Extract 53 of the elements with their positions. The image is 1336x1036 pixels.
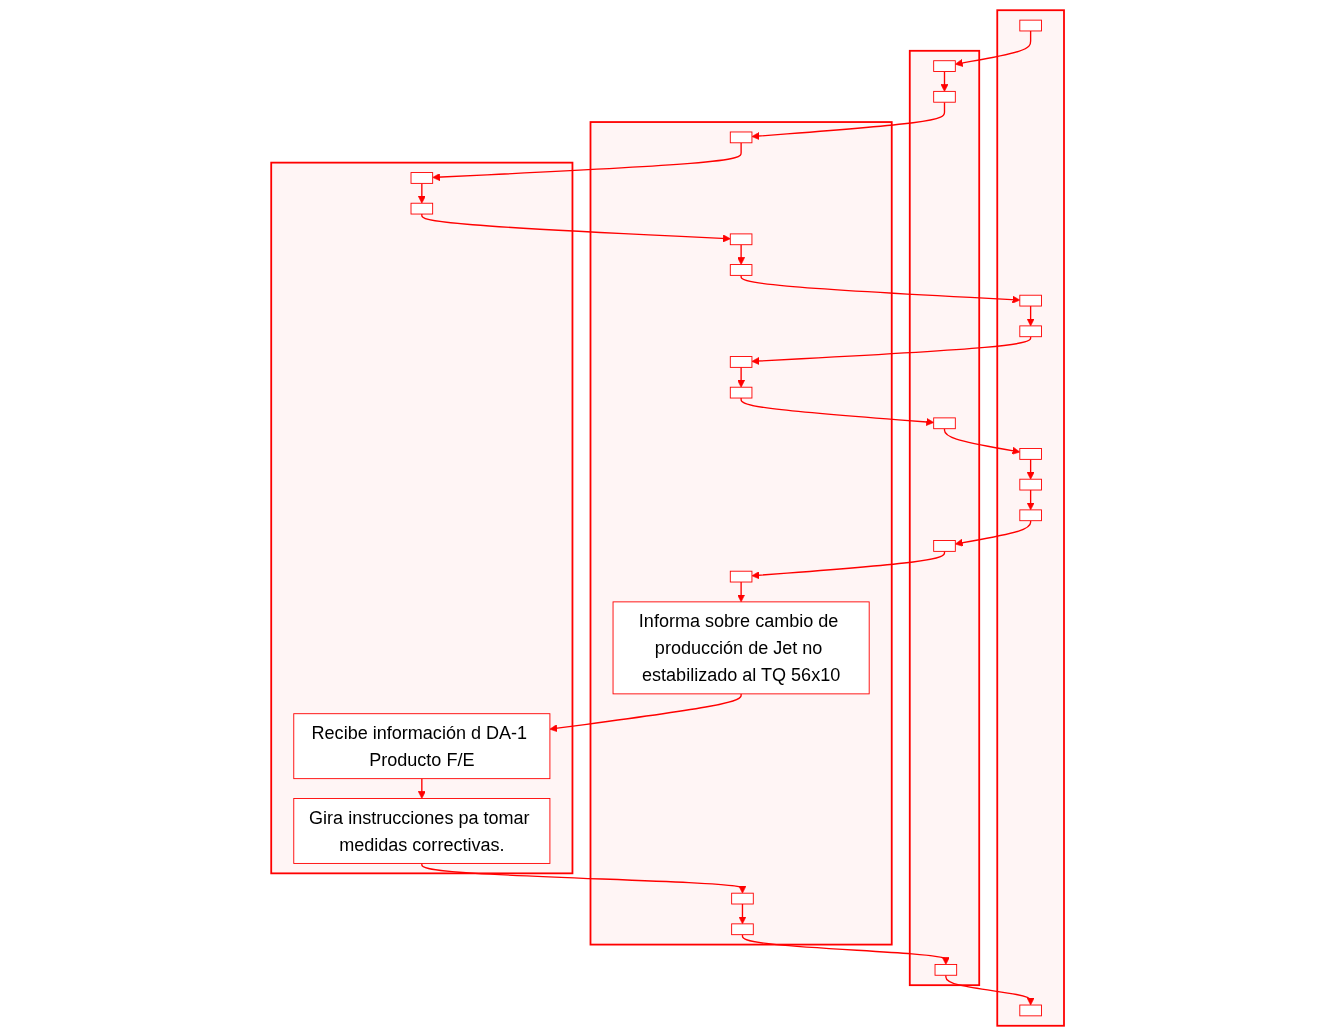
arrow xyxy=(418,777,427,799)
arrow xyxy=(945,974,1035,1006)
node-box xyxy=(1019,448,1043,460)
node-box xyxy=(1019,294,1043,307)
node-box xyxy=(410,172,434,184)
arrow xyxy=(740,274,1021,304)
arrow xyxy=(737,581,746,603)
node-box xyxy=(1019,325,1043,338)
node-box xyxy=(933,90,957,103)
arrow xyxy=(751,101,946,140)
node-box xyxy=(1019,478,1043,491)
arrow xyxy=(738,903,747,925)
node-box xyxy=(731,923,755,936)
cluster xyxy=(270,161,574,875)
node-box xyxy=(730,264,753,276)
node-box xyxy=(933,60,957,72)
arrow xyxy=(944,428,1021,455)
cluster xyxy=(996,9,1066,1027)
arrow xyxy=(421,862,747,894)
arrow xyxy=(955,30,1032,67)
node-box xyxy=(730,386,753,399)
arrow xyxy=(740,397,935,426)
node-box xyxy=(1019,19,1043,32)
node-box xyxy=(933,540,957,552)
arrow xyxy=(940,70,949,92)
arrow xyxy=(955,520,1032,547)
arrow xyxy=(751,550,946,580)
node-box xyxy=(1019,1004,1043,1017)
node-box xyxy=(730,131,753,144)
arrow xyxy=(432,142,743,182)
node-box xyxy=(410,202,434,215)
node-box xyxy=(730,356,753,368)
node-box: Informa sobre cambio de producción de Jet no estabilizado al TQ 56x10 xyxy=(612,601,871,695)
node-box xyxy=(1019,509,1043,522)
arrow xyxy=(421,213,732,243)
node-box xyxy=(730,570,753,583)
arrow xyxy=(737,244,746,265)
arrow xyxy=(418,182,427,204)
cluster xyxy=(590,121,894,946)
arrow xyxy=(737,366,746,388)
node-box xyxy=(730,233,753,246)
node-box xyxy=(934,964,958,976)
arrow xyxy=(549,693,743,733)
arrow xyxy=(1027,489,1035,511)
cluster xyxy=(909,49,981,987)
node-box xyxy=(933,417,957,430)
arrow xyxy=(1027,458,1035,480)
arrow xyxy=(742,934,951,965)
node-box: Gira instrucciones pa tomar medidas correctivas. xyxy=(293,798,551,864)
node-box: Recibe información d DA-1 Producto F/E xyxy=(293,713,551,780)
node-box xyxy=(731,892,755,905)
arrow xyxy=(751,336,1032,365)
arrow xyxy=(1027,305,1035,327)
